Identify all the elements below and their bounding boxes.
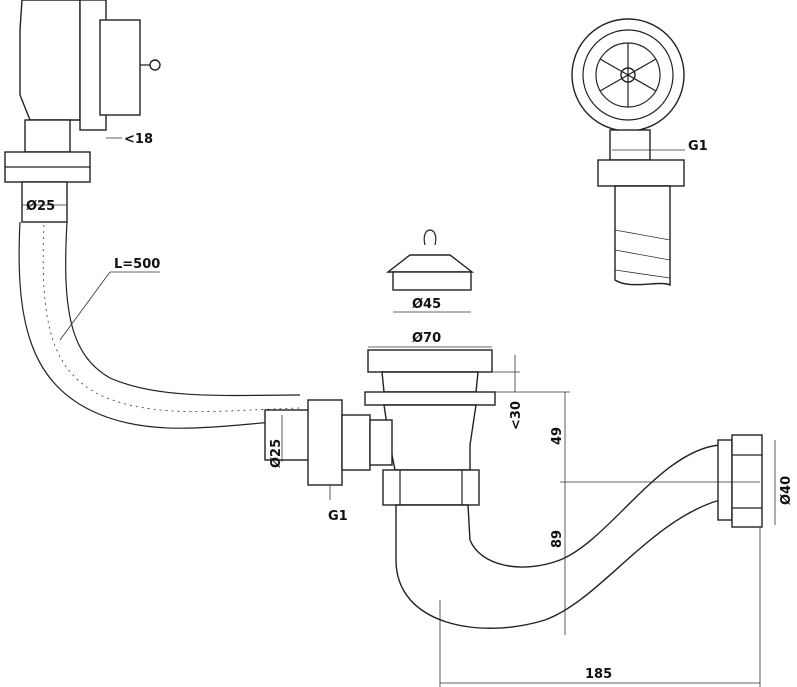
dimension-lines: <30 49 89 185: [439, 355, 761, 687]
sink-siphon: Ø70 Ø25 G1 Ø40: [264, 331, 794, 629]
height-lower-label: 89: [550, 530, 565, 548]
hose-length-label: L=500: [114, 257, 160, 272]
width-total-label: 185: [585, 667, 612, 682]
stopper-diameter-label: Ø45: [412, 297, 441, 312]
height-upper-label: 49: [550, 427, 565, 445]
inlet-thread-label: G1: [328, 509, 348, 524]
sink-thickness-label: <30: [509, 401, 524, 430]
grate-thread-label: G1: [688, 139, 708, 154]
corrugated-hose: L=500: [18, 221, 301, 429]
overflow-fitting: <18 Ø25: [4, 0, 161, 223]
stopper-plug: Ø45: [385, 229, 475, 313]
flange-diameter-label: Ø70: [412, 331, 441, 346]
overflow-thickness-label: <18: [124, 132, 153, 147]
outlet-diameter-label: Ø40: [779, 476, 794, 505]
inlet-diameter-label: Ø25: [269, 439, 284, 468]
overflow-diameter-label: Ø25: [26, 199, 55, 214]
grate-top-view: G1: [571, 18, 708, 287]
